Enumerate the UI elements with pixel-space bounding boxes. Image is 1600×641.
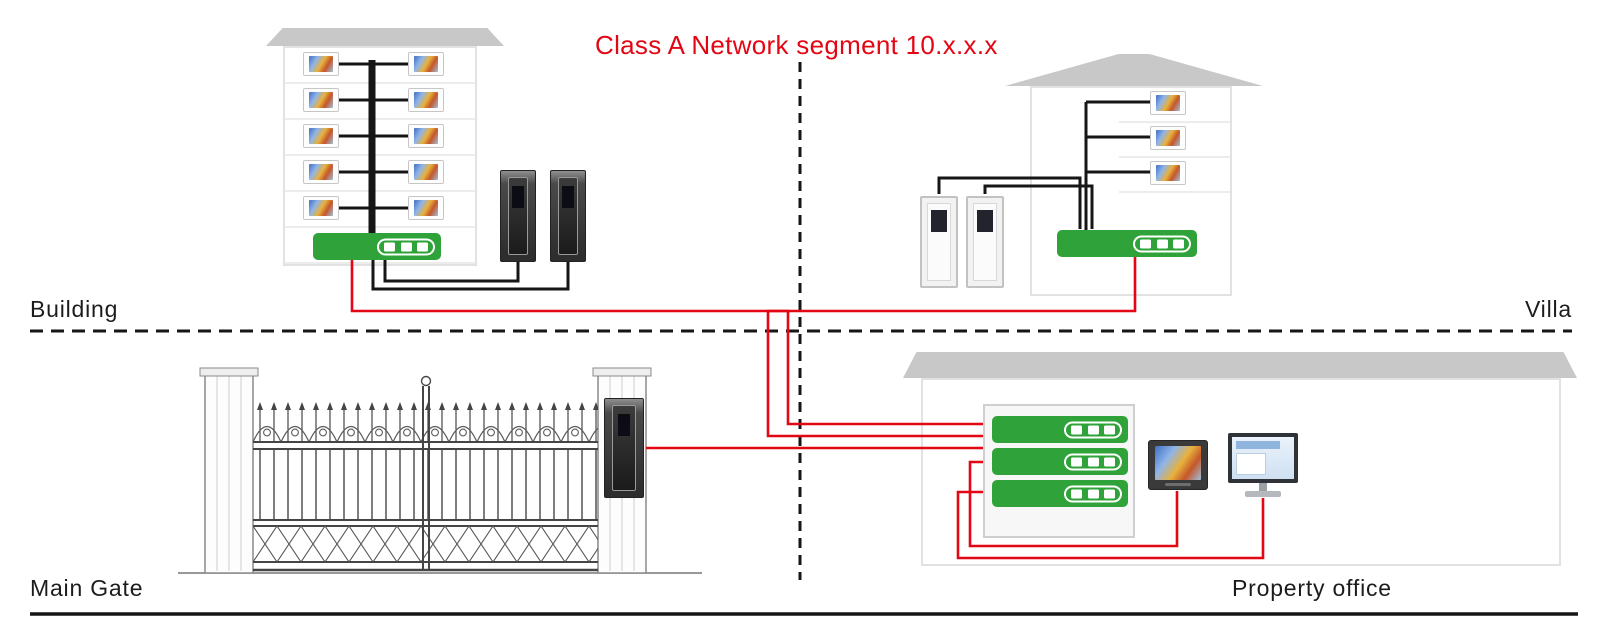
- indoor-monitor-icon: [303, 196, 339, 220]
- port-icon: [1172, 239, 1184, 248]
- port-icon: [1071, 489, 1083, 498]
- switch-ports: [1064, 453, 1122, 470]
- port-icon: [1087, 489, 1099, 498]
- indoor-monitor-icon: [303, 52, 339, 76]
- property-office-label: Property office: [1232, 575, 1392, 601]
- rack-network-switch: [992, 448, 1128, 475]
- port-icon: [1087, 457, 1099, 466]
- port-icon: [1140, 239, 1152, 248]
- guard-indoor-monitor: [1148, 440, 1208, 490]
- main-gate-label: Main Gate: [30, 575, 144, 601]
- building-indoor-monitors: [303, 46, 444, 226]
- port-icon: [400, 242, 412, 251]
- indoor-monitor-icon: [303, 88, 339, 112]
- port-icon: [1103, 489, 1115, 498]
- indoor-monitor-icon: [408, 52, 444, 76]
- building-roof: [266, 28, 504, 46]
- switch-ports: [1064, 485, 1122, 502]
- port-icon: [1071, 457, 1083, 466]
- equipment-rack: [983, 404, 1135, 538]
- rack-network-switch: [992, 480, 1128, 507]
- villa-door-station: [920, 196, 958, 288]
- port-icon: [384, 242, 396, 251]
- indoor-monitor-icon: [408, 88, 444, 112]
- indoor-monitor-icon: [408, 160, 444, 184]
- indoor-monitor-icon: [1150, 125, 1186, 150]
- switch-ports: [1064, 421, 1122, 438]
- villa-door-station: [966, 196, 1004, 288]
- villa-network-switch: [1057, 230, 1197, 257]
- gate-door-station: [604, 398, 644, 498]
- port-icon: [1087, 425, 1099, 434]
- building-label: Building: [30, 296, 119, 322]
- management-pc-screen: [1228, 433, 1298, 483]
- network-segment-title: Class A Network segment 10.x.x.x: [595, 30, 998, 60]
- villa-roof: [1005, 54, 1263, 86]
- villa-label: Villa: [1524, 296, 1572, 322]
- indoor-monitor-icon: [303, 160, 339, 184]
- port-icon: [1071, 425, 1083, 434]
- pc-base: [1245, 491, 1281, 497]
- port-icon: [1103, 457, 1115, 466]
- port-icon: [1156, 239, 1168, 248]
- building-door-station: [500, 170, 536, 262]
- switch-ports: [1133, 235, 1191, 252]
- port-icon: [416, 242, 428, 251]
- red-line-building-to-rack: [350, 258, 983, 426]
- building-door-station: [550, 170, 586, 262]
- building-network-switch: [313, 233, 441, 260]
- switch-ports: [377, 238, 435, 255]
- indoor-monitor-icon: [408, 124, 444, 148]
- property-office-roof: [903, 352, 1577, 378]
- indoor-monitor-icon: [303, 124, 339, 148]
- villa-outline: [1030, 86, 1232, 296]
- pc-display: [1232, 437, 1294, 479]
- indoor-monitor-icon: [1150, 160, 1186, 185]
- pc-stand: [1259, 483, 1267, 491]
- port-icon: [1103, 425, 1115, 434]
- indoor-monitor-icon: [408, 196, 444, 220]
- indoor-monitor-icon: [1150, 90, 1186, 115]
- rack-network-switch: [992, 416, 1128, 443]
- building-outline: [283, 46, 477, 266]
- villa-indoor-monitors: [1150, 85, 1186, 190]
